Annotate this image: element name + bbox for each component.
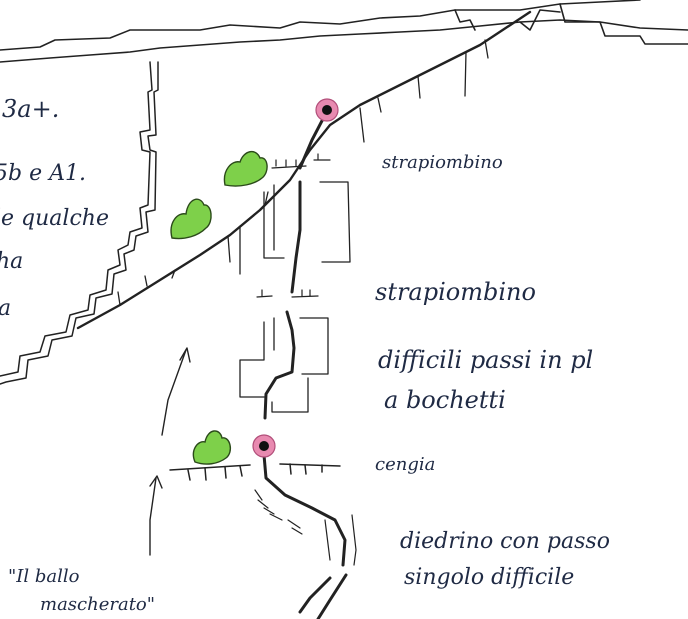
overhang-outlines bbox=[239, 181, 351, 413]
left-text-line-1: 3a+. bbox=[2, 95, 59, 123]
label-passi-line2: a bochetti bbox=[384, 386, 506, 414]
label-ballo-line1: "Il ballo bbox=[8, 566, 80, 587]
cengia-ledge bbox=[169, 463, 341, 481]
bush-icon bbox=[192, 430, 232, 465]
ridge-outline bbox=[0, 0, 688, 63]
left-text-line-4: ha bbox=[0, 249, 23, 274]
bush-icon bbox=[170, 198, 212, 240]
left-text-line-2: 5b e A1. bbox=[0, 161, 86, 186]
label-diedrino-line2: singolo difficile bbox=[404, 565, 574, 590]
annotation-arrows bbox=[149, 347, 191, 556]
label-diedrino-line1: diedrino con passo bbox=[400, 529, 610, 554]
left-text-line-5: a bbox=[0, 296, 11, 321]
label-strapiombino-top: strapiombino bbox=[382, 152, 503, 173]
overhang-ticks bbox=[256, 153, 331, 298]
left-text-line-3: le qualche bbox=[0, 206, 109, 231]
bush-icon bbox=[223, 151, 268, 187]
belay-station-icon bbox=[315, 98, 339, 122]
label-passi-line1: difficili passi in pl bbox=[378, 346, 593, 374]
label-ballo-line2: mascherato" bbox=[40, 594, 155, 615]
dihedral-hatching bbox=[254, 489, 357, 566]
route-line bbox=[262, 113, 348, 619]
belay-station-icon bbox=[252, 434, 276, 458]
label-strapiombino-mid: strapiombino bbox=[375, 278, 536, 306]
left-rock-face bbox=[0, 61, 159, 385]
label-cengia: cengia bbox=[375, 454, 435, 475]
